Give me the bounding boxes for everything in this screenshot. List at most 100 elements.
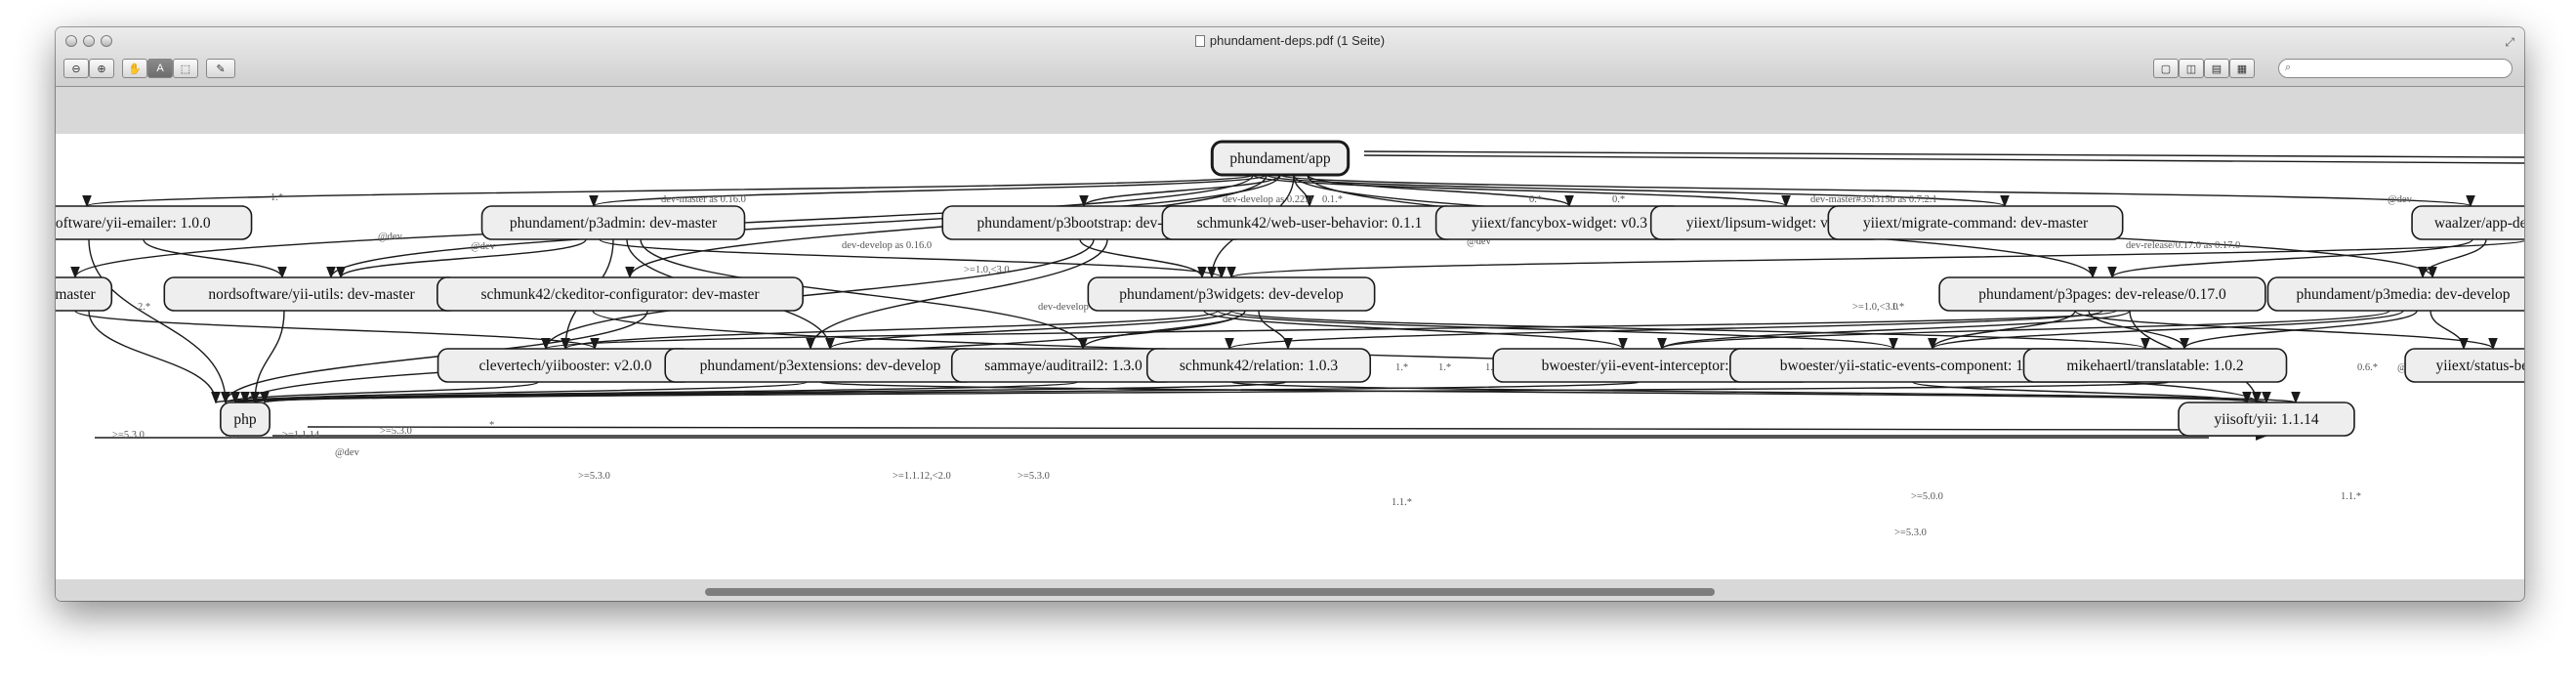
graph-edge [250, 310, 285, 404]
graph-edge [1225, 310, 2103, 351]
graph-edge-label: 1.* [1438, 362, 1451, 373]
graph-edge [1258, 310, 1293, 351]
graph-edge-label: @dev [1467, 236, 1492, 247]
graph-node-box [2411, 205, 2524, 240]
contact-sheet-button[interactable]: ▦ [2229, 59, 2255, 78]
graph-edge [1928, 310, 2404, 351]
graph-node-php: php [220, 402, 270, 437]
window-title: phundament-deps.pdf (1 Seite) [56, 33, 2524, 48]
title-bar: phundament-deps.pdf (1 Seite) ⤢ ⊖ ⊕ ✋ A … [56, 27, 2524, 87]
graph-node-label: nordsoftware/yii-utils: dev-master [208, 286, 415, 303]
graph-edge [542, 310, 2117, 351]
fullscreen-icon[interactable]: ⤢ [2505, 35, 2514, 49]
graph-edge-label: 1.1.* [1392, 497, 1412, 508]
graph-edge-label: dev-master#35f315b as 0.7.2.1 [1810, 194, 1937, 205]
graph-edge [2430, 310, 2469, 351]
graph-edge [2107, 238, 2473, 279]
graph-edge-label: @dev [378, 232, 403, 242]
graph-edge-label: >=5.3.0 [1018, 471, 1050, 482]
single-page-icon: ▢ [2160, 63, 2172, 75]
graph-node-label: phundament/p3admin: dev-master [510, 215, 718, 232]
graph-node-label: yiiext/status-behav [2435, 358, 2524, 374]
graph-node-emailer: nordsoftware/yii-emailer: 1.0.0 [56, 205, 253, 240]
graph-node-translatable: mikehaertl/translatable: 1.0.2 [2022, 348, 2288, 383]
sidebar-view-button[interactable]: ▤ [2204, 59, 2229, 78]
graph-edge [1363, 154, 2524, 164]
close-button[interactable] [65, 35, 77, 47]
graph-node-box [1145, 348, 1372, 383]
graph-node-box [2404, 348, 2524, 383]
two-page-icon: ◫ [2185, 63, 2197, 75]
graph-node-webuser: schmunk42/web-user-behavior: 0.1.1 [1161, 205, 1458, 240]
zoom-button[interactable] [101, 35, 112, 47]
graph-node-box [2022, 348, 2288, 383]
horizontal-scrollbar[interactable] [705, 588, 1715, 596]
graph-node-statusbeh: yiiext/status-behav [2404, 348, 2524, 383]
graph-edge-label: 0.* [1612, 194, 1625, 205]
graph-node-p3admin: phundament/p3admin: dev-master [480, 205, 746, 240]
graph-node-label: schmunk42/relation: 1.0.3 [1180, 358, 1339, 374]
graph-node-label: php [233, 411, 257, 428]
graph-edge-label: >=5.3.0 [578, 471, 610, 482]
zoom-in-button[interactable]: ⊕ [89, 59, 114, 78]
graph-edge [88, 310, 221, 404]
graph-edge-label: 0.6.* [2357, 362, 2378, 373]
search-field[interactable]: ⌕ [2278, 59, 2513, 78]
graph-node-label: schmunk42/ckeditor-configurator: dev-mas… [480, 286, 760, 303]
text-tool-button[interactable]: A [147, 59, 173, 78]
graph-edge-label: dev-release/0.17.0 as 0.17.0 [2126, 240, 2240, 251]
graph-edge [212, 381, 1640, 404]
graph-node-label: yiisoft/yii: 1.1.14 [2214, 411, 2318, 428]
graph-edge [1657, 310, 2131, 351]
graph-edge [1252, 174, 1791, 208]
graph-edge [82, 174, 1254, 208]
graph-edge-label: 0.* [1529, 194, 1542, 205]
graph-node-p3media: phundament/p3media: dev-develop [2266, 276, 2524, 312]
graph-node-box [1827, 205, 2124, 240]
single-page-view-button[interactable]: ▢ [2153, 59, 2179, 78]
graph-node-utils: nordsoftware/yii-utils: dev-master [163, 276, 460, 312]
graph-edge [232, 381, 2170, 404]
graph-edge [1363, 150, 2524, 158]
graph-node-box [220, 402, 270, 437]
graph-node-label: master [56, 286, 96, 303]
graph-edge [221, 310, 648, 404]
graph-node-label: phundament/p3bootstrap: dev-develop [977, 215, 1211, 232]
graph-edge [1266, 174, 2010, 208]
zoom-out-button[interactable]: ⊖ [63, 59, 89, 78]
graph-edge [561, 310, 1219, 351]
graph-node-box [436, 276, 804, 312]
graph-node-box [1210, 140, 1350, 177]
graph-node-label: phundament/p3extensions: dev-develop [700, 358, 941, 374]
graph-node-label: clevertech/yiibooster: v2.0.0 [479, 358, 652, 374]
zoom-out-icon: ⊖ [71, 63, 81, 75]
graph-edge [1079, 238, 1207, 279]
graph-edge-label: dev-develop as 0.16.0 [842, 240, 932, 251]
graph-node-label: yiiext/lipsum-widget: v0.1 [1686, 215, 1847, 232]
graph-node-relation: schmunk42/relation: 1.0.3 [1145, 348, 1372, 383]
graph-edge-label: @dev [2388, 194, 2413, 205]
graph-node-fancybox: yiiext/fancybox-widget: v0.3 [1434, 205, 1684, 240]
graph-node-label: bwoester/yii-static-events-component: 1.… [1780, 358, 2046, 374]
graph-node-lipsum: yiiext/lipsum-widget: v0.1 [1649, 205, 1884, 240]
two-page-view-button[interactable]: ◫ [2179, 59, 2204, 78]
graph-edge-label: >=5.0.0 [1911, 491, 1943, 502]
annotate-button[interactable]: ✎ [206, 59, 235, 78]
select-tool-button[interactable]: ⬚ [173, 59, 198, 78]
graph-edge-label: >=5.3.0 [380, 426, 412, 437]
graph-edge-label: >=1.1.12,<2.0 [893, 471, 951, 482]
grid-icon: ▦ [2236, 63, 2248, 75]
graph-edge [1217, 310, 1898, 351]
graph-edge [1279, 174, 2475, 208]
pdf-document-icon [1194, 35, 1205, 47]
zoom-in-icon: ⊕ [97, 63, 106, 75]
hand-icon: ✋ [128, 63, 142, 75]
graph-edge-label: >=1.1.14 [282, 430, 320, 441]
graph-node-label: yiiext/fancybox-widget: v0.3 [1472, 215, 1647, 232]
move-tool-button[interactable]: ✋ [122, 59, 147, 78]
graph-edges [70, 150, 2524, 441]
minimize-button[interactable] [83, 35, 95, 47]
graph-node-label: mikehaertl/translatable: 1.0.2 [2066, 358, 2243, 374]
